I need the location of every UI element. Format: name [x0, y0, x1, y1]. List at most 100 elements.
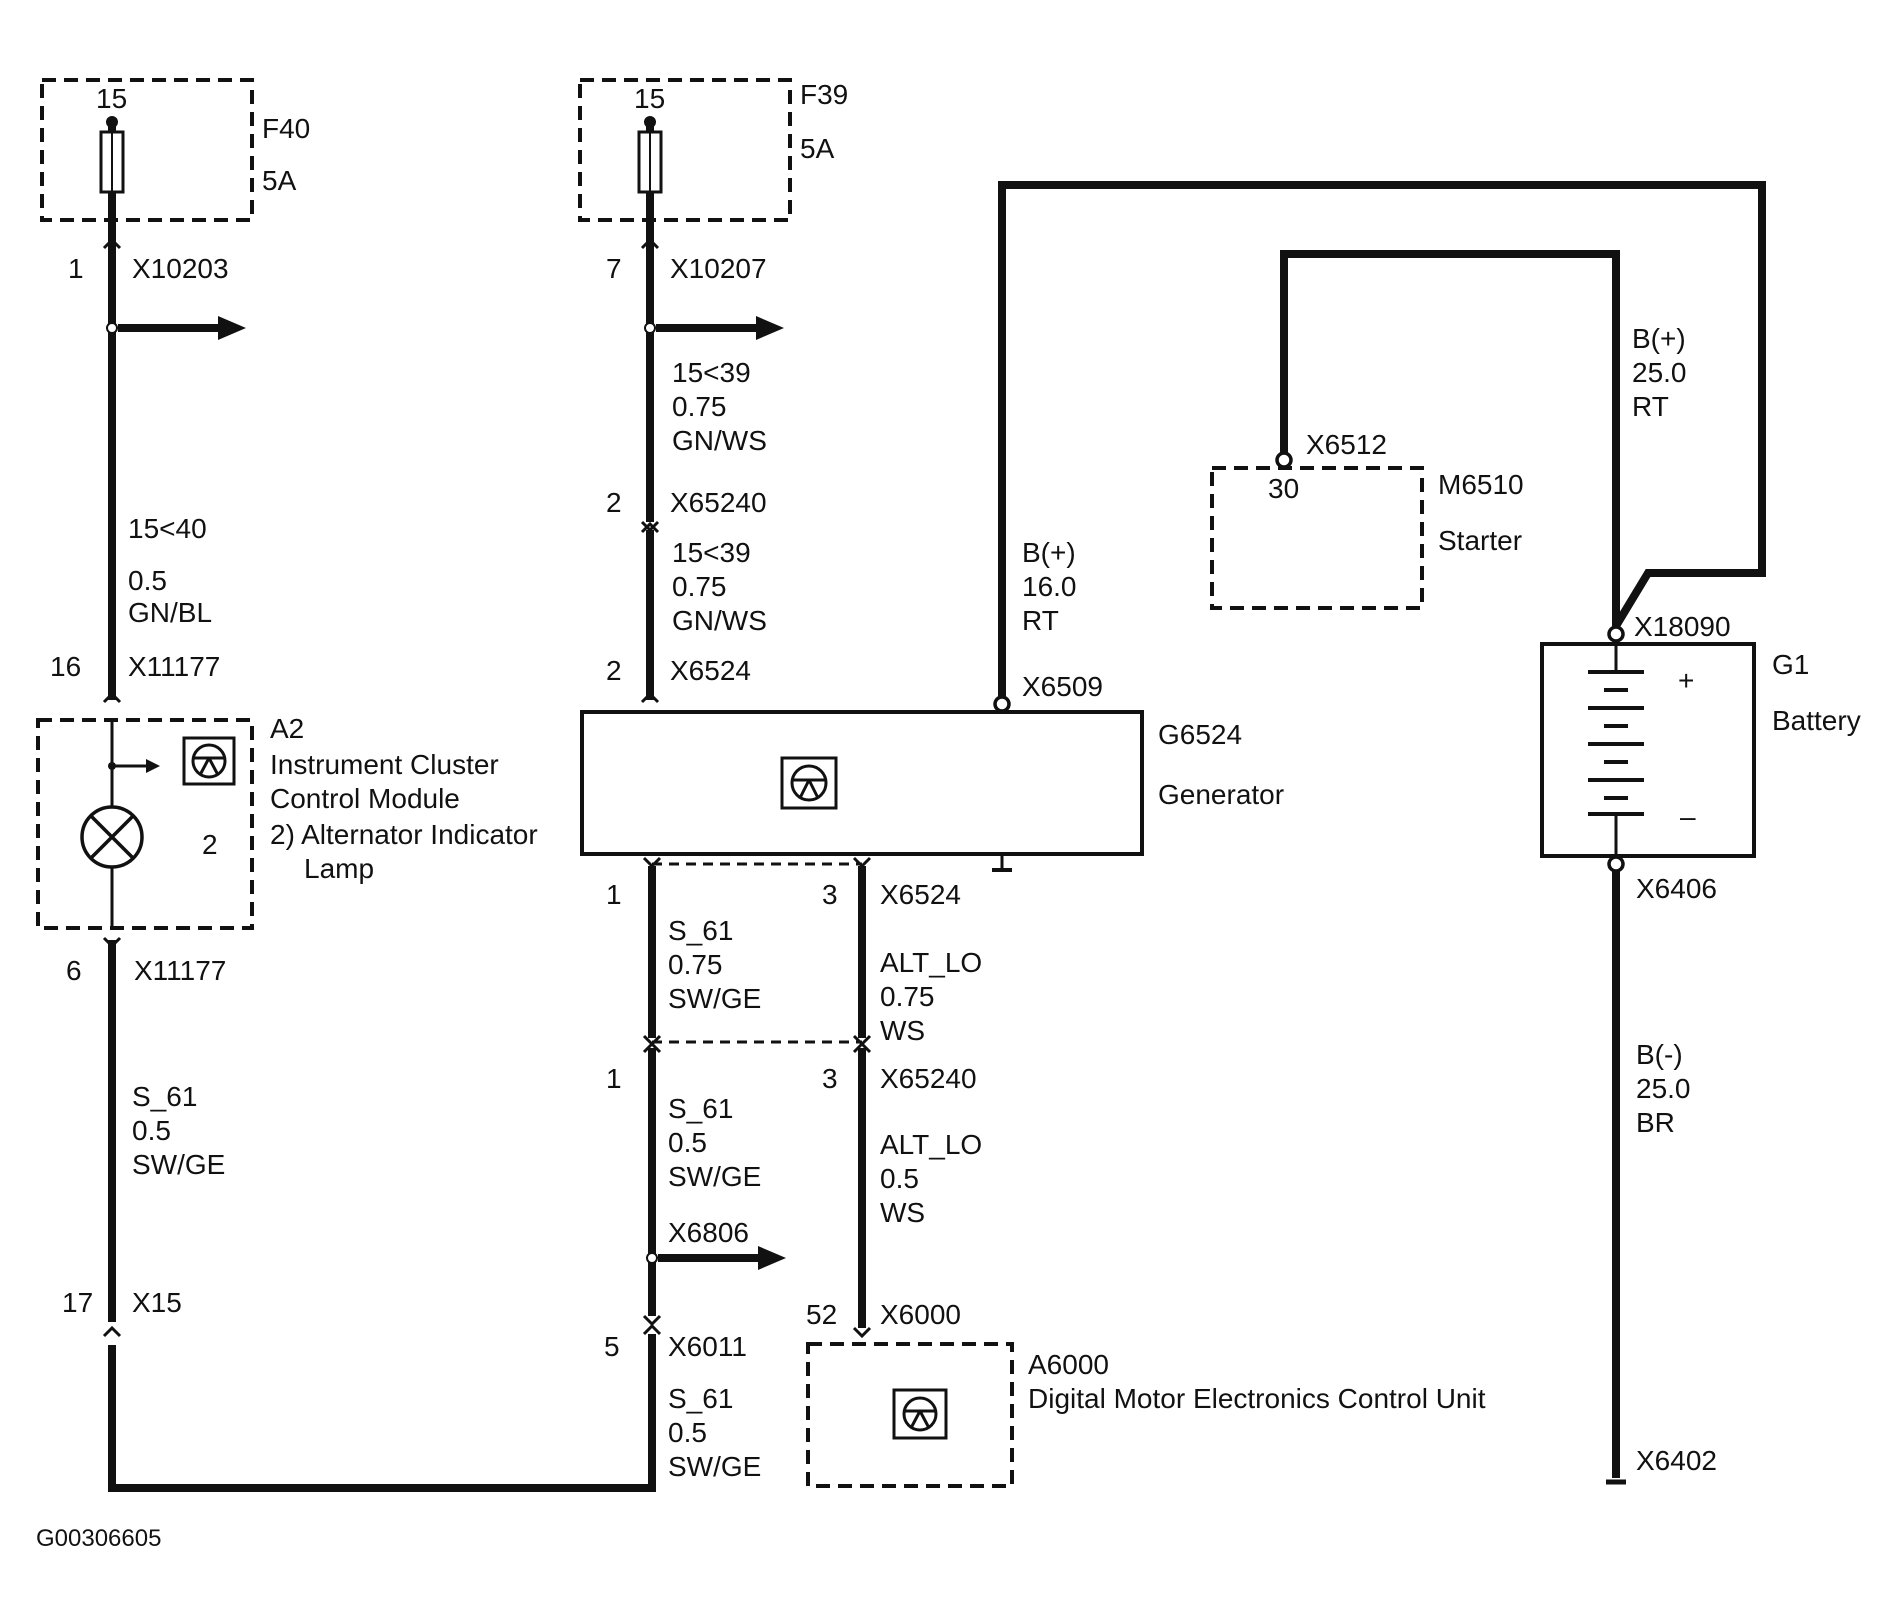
a6000-id: A6000	[1028, 1349, 1109, 1380]
wire-altlo-a-gauge: 0.75	[880, 981, 935, 1012]
g6524-id: G6524	[1158, 719, 1242, 750]
a2-note-line2: Lamp	[304, 853, 374, 884]
battery-cells-icon	[1588, 670, 1644, 816]
wire-b-plus-16-gauge: 16.0	[1022, 571, 1077, 602]
wire-b-plus-25-circuit: B(+)	[1632, 323, 1686, 354]
wire-15-39b-circuit: 15<39	[672, 537, 751, 568]
wire-15-39b-gauge: 0.75	[672, 571, 727, 602]
a2-id: A2	[270, 713, 304, 744]
wire-15-39a-circuit: 15<39	[672, 357, 751, 388]
fuse-f39-id: F39	[800, 79, 848, 110]
generator-housing	[580, 710, 1144, 856]
g6524-name: Generator	[1158, 779, 1284, 810]
dme-housing	[806, 1342, 1014, 1488]
component-m6510-starter	[1210, 466, 1424, 610]
fuse-f40-housing	[40, 78, 254, 222]
fuse-f39-pin: 15	[634, 83, 665, 114]
wire-b-plus-16-circuit: B(+)	[1022, 537, 1076, 568]
x6512-terminal	[1275, 451, 1293, 469]
x6524-b3-label: X6524	[880, 879, 961, 910]
wire-s61a-color: SW/GE	[668, 983, 761, 1014]
branch-arrow-x6806-icon	[758, 1246, 786, 1270]
a2-note-line1: 2) Alternator Indicator	[270, 819, 538, 850]
g1-id: G1	[1772, 649, 1809, 680]
a2-control-unit-icon	[182, 736, 236, 786]
x6524-b1-pin: 1	[606, 879, 622, 910]
x11177-top-label: X11177	[128, 651, 220, 682]
x18090-terminal	[1607, 625, 1625, 643]
wire-b-minus-color: BR	[1636, 1107, 1675, 1138]
x6524-b3-pin: 3	[822, 879, 838, 910]
indicator-lamp-icon	[80, 805, 144, 869]
wire-s61b-color: SW/GE	[668, 1161, 761, 1192]
x10207-label: X10207	[670, 253, 767, 284]
wire-15-39a-color: GN/WS	[672, 425, 767, 456]
battery-housing	[1540, 642, 1756, 858]
x6512-pin: 30	[1268, 473, 1299, 504]
wire-s61b-gauge: 0.5	[668, 1127, 707, 1158]
wire-s61-loop	[108, 1345, 656, 1492]
wire-altlo-a-circuit: ALT_LO	[880, 947, 982, 978]
a6000-name: Digital Motor Electronics Control Unit	[1028, 1383, 1486, 1414]
a2-signal-arrow-icon	[146, 759, 160, 773]
wire-15-40-color: GN/BL	[128, 597, 212, 628]
figure-id: G00306605	[36, 1525, 161, 1552]
fuse-f39: 15 F39 5A	[578, 78, 848, 250]
component-g1-battery: + –	[1540, 642, 1756, 858]
starter-housing	[1210, 466, 1424, 610]
x11177-top-pin: 16	[50, 651, 81, 682]
fuse-f40-pin: 15	[96, 83, 127, 114]
wire-s61b-circuit: S_61	[668, 1093, 733, 1124]
x6000-pin: 52	[806, 1299, 837, 1330]
wire-s61c-circuit: S_61	[668, 1383, 733, 1414]
m6510-name: Starter	[1438, 525, 1522, 556]
a2-name-line2: Control Module	[270, 783, 460, 814]
generator-control-unit-icon	[780, 756, 838, 810]
x10207-pin: 7	[606, 253, 622, 284]
x10203-label: X10203	[132, 253, 229, 284]
wire-altlo-b-color: WS	[880, 1197, 925, 1228]
x15-pin: 17	[62, 1287, 93, 1318]
g1-name: Battery	[1772, 705, 1861, 736]
wire-s61-left-gauge: 0.5	[132, 1115, 171, 1146]
fuse-f40: 15 F40 5A	[40, 78, 310, 250]
x6000-label: X6000	[880, 1299, 961, 1330]
a2-name-line1: Instrument Cluster	[270, 749, 499, 780]
wire-s61-left-circuit: S_61	[132, 1081, 197, 1112]
x6524-top-pin: 2	[606, 655, 622, 686]
x10203-pin: 1	[68, 253, 84, 284]
wire-b-minus-gauge: 25.0	[1636, 1073, 1691, 1104]
wire-15-40-gauge: 0.5	[128, 565, 167, 596]
x6402-label: X6402	[1636, 1445, 1717, 1476]
x65240-b1-pin: 1	[606, 1063, 622, 1094]
x6512-label: X6512	[1306, 429, 1387, 460]
component-a6000-dme	[806, 1342, 1014, 1488]
fuse-f39-rating: 5A	[800, 133, 835, 164]
x65240-top-pin: 2	[606, 487, 622, 518]
x6509-terminal	[993, 695, 1011, 713]
battery-plus-sign: +	[1678, 665, 1694, 696]
x65240-b3-pin: 3	[822, 1063, 838, 1094]
wire-s61a-circuit: S_61	[668, 915, 733, 946]
x65240-b3-label: X65240	[880, 1063, 977, 1094]
wire-altlo-b-gauge: 0.5	[880, 1163, 919, 1194]
a2-housing	[36, 718, 254, 930]
wire-b-plus-25-gauge: 25.0	[1632, 357, 1687, 388]
fuse-f39-housing	[578, 78, 792, 222]
component-g6524-generator	[580, 710, 1144, 872]
x6011-label: X6011	[668, 1331, 747, 1362]
branch-arrow-left-icon	[218, 316, 246, 340]
dme-control-unit-icon	[892, 1388, 948, 1440]
x15-label: X15	[132, 1287, 182, 1318]
fuse-f39-terminal	[644, 116, 656, 128]
x6524-top-label: X6524	[670, 655, 751, 686]
branch-arrow-mid-icon	[756, 316, 784, 340]
m6510-id: M6510	[1438, 469, 1524, 500]
wire-15-40-circuit: 15<40	[128, 513, 207, 544]
x6806-label: X6806	[668, 1217, 749, 1248]
wire-b-plus-16-color: RT	[1022, 605, 1059, 636]
wire-b-plus-25	[1280, 250, 1620, 632]
wire-15-39a-gauge: 0.75	[672, 391, 727, 422]
x11177-bottom-label: X11177	[134, 955, 226, 986]
